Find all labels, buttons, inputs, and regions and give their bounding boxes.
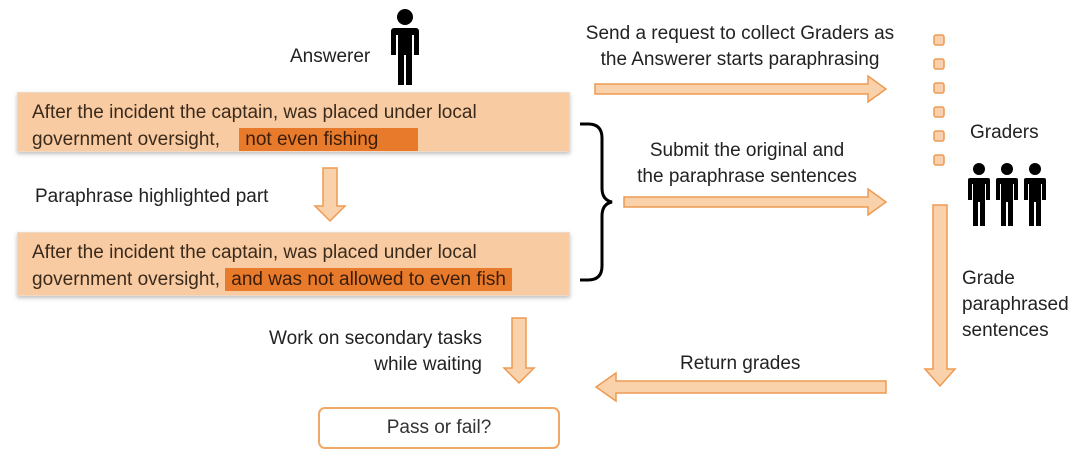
paraphrased-sentence-box: After the incident the captain, was plac… [17, 232, 570, 296]
paraphrase-step-label: Paraphrase highlighted part [35, 186, 269, 207]
pass-or-fail-box: Pass or fail? [318, 407, 560, 449]
paraphrased-sentence-line2: government oversight, and was not allowe… [32, 266, 569, 293]
send-request-line1: Send a request to collect Graders as [585, 23, 895, 44]
submit-line1: Submit the original and [649, 140, 845, 161]
graders-group-icon [968, 163, 1046, 226]
paraphrase-down-arrow [313, 167, 347, 223]
graders-label: Graders [970, 122, 1039, 143]
secondary-tasks-line1: Work on secondary tasks [269, 328, 482, 349]
grade-down-arrow [923, 204, 957, 388]
original-sentence-box: After the incident the captain, was plac… [17, 92, 570, 152]
grade-label: Grade paraphrased sentences [962, 266, 1069, 344]
paraphrased-highlight: and was not allowed to even fish [225, 268, 512, 291]
submit-arrow [623, 187, 888, 217]
sentences-brace [580, 122, 613, 282]
answerer-person-icon [391, 9, 419, 85]
grade-line1: Grade [962, 268, 1015, 289]
secondary-tasks-label: Work on secondary tasks while waiting [240, 326, 482, 378]
answerer-label: Answerer [290, 46, 371, 67]
send-request-label: Send a request to collect Graders as the… [560, 21, 920, 73]
original-sentence-line1: After the incident the captain, was plac… [32, 102, 477, 123]
submit-line2: the paraphrase sentences [637, 166, 857, 187]
grade-line3: sentences [962, 320, 1049, 341]
send-request-line2: the Answerer starts paraphrasing [600, 49, 880, 70]
return-grades-arrow [594, 371, 887, 403]
submit-label: Submit the original and the paraphrase s… [612, 138, 882, 190]
original-sentence-line2: government oversight, not even fishing [32, 126, 569, 153]
original-sentence-prefix: government oversight, [32, 129, 220, 150]
original-highlight: not even fishing [239, 128, 419, 151]
paraphrased-sentence-prefix: government oversight, [32, 269, 220, 290]
grader-collection-dots [933, 34, 945, 166]
return-grades-label: Return grades [680, 353, 801, 374]
send-request-arrow [594, 74, 888, 104]
grade-line2: paraphrased [962, 294, 1069, 315]
waiting-down-arrow [502, 317, 536, 385]
secondary-tasks-line2: while waiting [374, 354, 482, 375]
paraphrased-sentence-line1: After the incident the captain, was plac… [32, 242, 477, 263]
